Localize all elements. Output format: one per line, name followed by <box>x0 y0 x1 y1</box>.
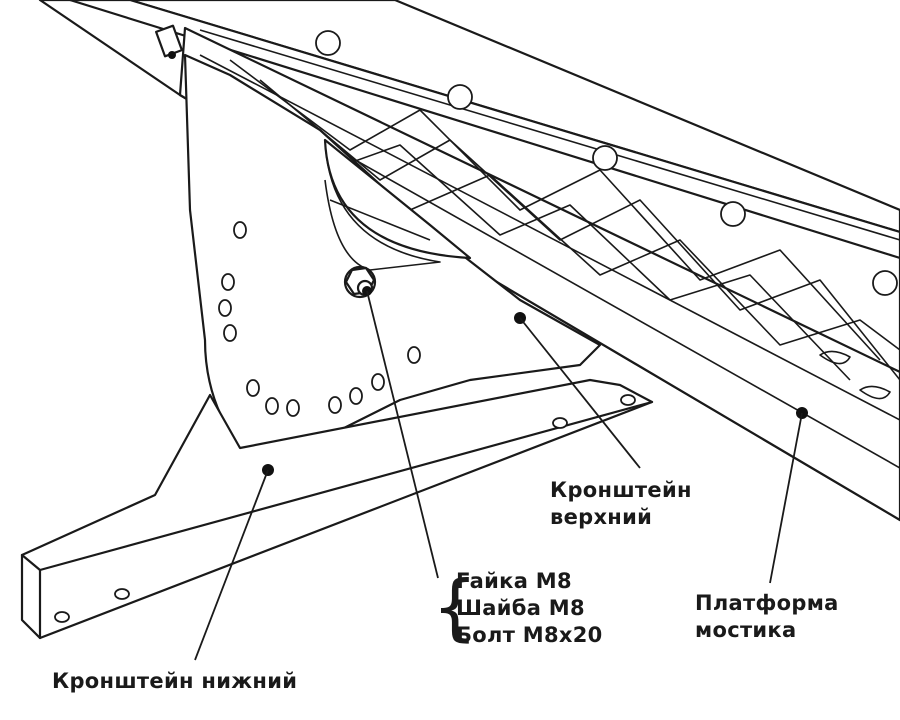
platform-rail-holes <box>315 30 898 296</box>
label-platform: Платформа мостика <box>695 591 839 642</box>
label-upper-bracket: Кронштейн верхний <box>550 478 692 529</box>
leader-lines <box>194 286 808 661</box>
rail-clip <box>154 24 184 59</box>
label-fasteners: Гайка М8 Шайба М8 Болт М8х20 <box>456 569 603 647</box>
lower-bracket <box>20 378 654 640</box>
label-lower-bracket: Кронштейн нижний <box>52 669 298 693</box>
bracket-holes <box>218 221 421 417</box>
fastener-brace: { <box>432 565 478 649</box>
